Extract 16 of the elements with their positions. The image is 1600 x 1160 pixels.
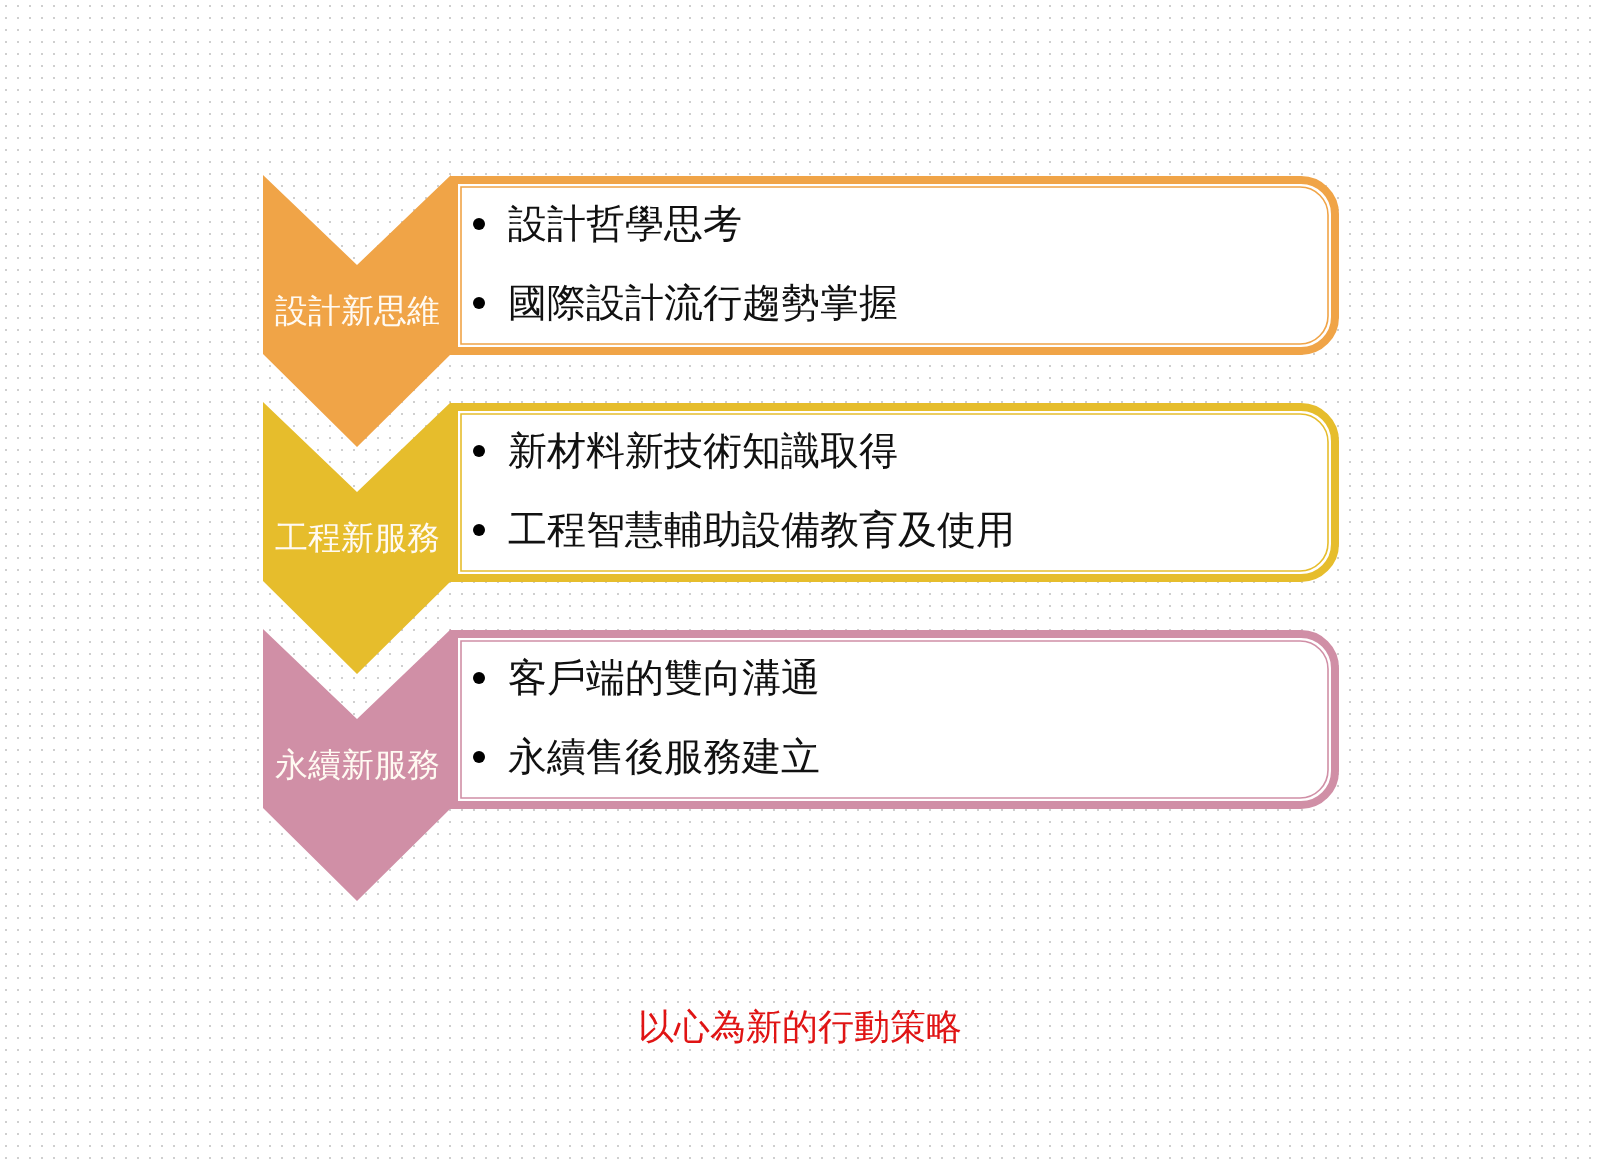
bullet-text: 客戶端的雙向溝通 [508, 654, 820, 702]
bullet-text: 工程智慧輔助設備教育及使用 [508, 506, 1015, 554]
chevron-banner [263, 402, 451, 674]
caption: 以心為新的行動策略 [638, 1006, 962, 1047]
chevron-banner [263, 175, 451, 447]
bullet-text: 新材料新技術知識取得 [508, 427, 898, 475]
rounded-panel [450, 176, 1339, 355]
chevron-label: 設計新思維 [273, 291, 441, 331]
chevron-label: 工程新服務 [273, 518, 441, 558]
bullet-text: 國際設計流行趨勢掌握 [508, 279, 898, 327]
chevron-banner [263, 629, 451, 901]
chevron-label: 永續新服務 [273, 745, 441, 785]
bullet-text: 設計哲學思考 [508, 200, 742, 248]
rounded-panel [450, 630, 1339, 809]
bullet-text: 永續售後服務建立 [508, 733, 820, 781]
rounded-panel [450, 403, 1339, 582]
